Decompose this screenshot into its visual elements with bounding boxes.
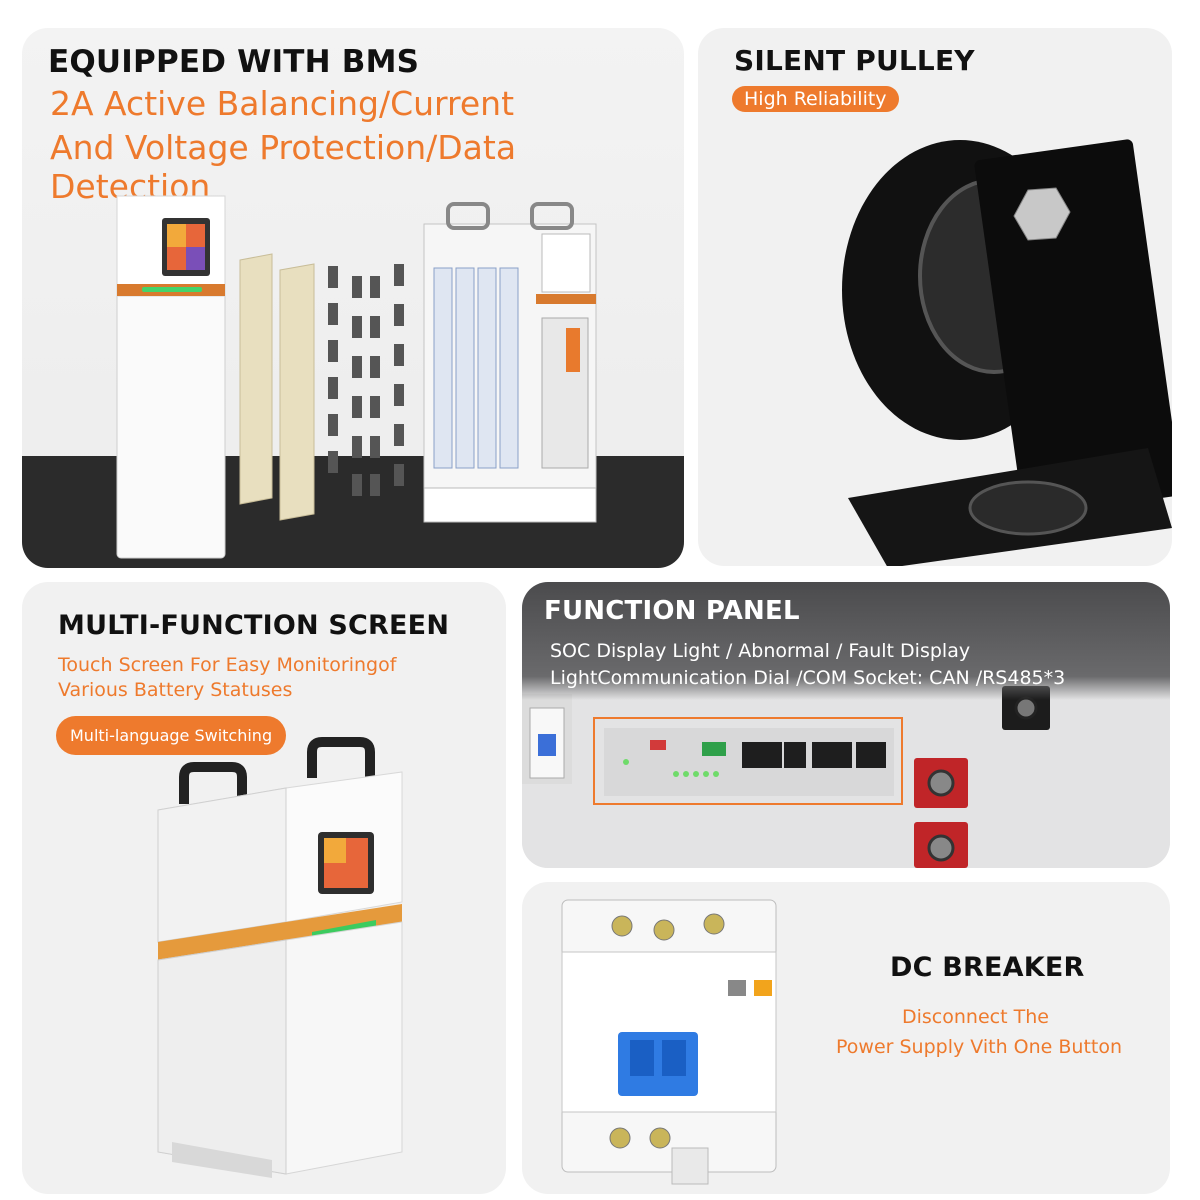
breaker-title: DC BREAKER [890,952,1085,983]
panel-subtitle-line2: LightCommunication Dial /COM Socket: CAN… [550,667,1066,689]
pulley-title: SILENT PULLEY [734,44,975,77]
screen-subtitle-line1: Touch Screen For Easy Monitoringof [58,654,397,676]
battery-cabinet-image [157,737,403,1178]
panel-subtitle-line1: SOC Display Light / Abnormal / Fault Dis… [550,640,971,662]
bms-card: EQUIPPED WITH BMS 2A Active Balancing/Cu… [22,28,684,568]
panel-title: FUNCTION PANEL [544,596,800,626]
pulley-badge: High Reliability [732,86,899,112]
screen-title: MULTI-FUNCTION SCREEN [58,610,450,641]
screen-card: MULTI-FUNCTION SCREEN Touch Screen For E… [22,582,506,1194]
breaker-subtitle-line2: Power Supply Vith One Button [836,1036,1123,1058]
dc-breaker-card: DC BREAKER Disconnect The Power Supply V… [522,882,1170,1194]
bms-subtitle-line1: 2A Active Balancing/Current [50,84,515,123]
pulley-card: SILENT PULLEY High Reliability [698,28,1172,566]
dc-breaker-image [561,899,777,1185]
bms-exploded-battery-illustration [116,195,597,559]
caster-wheel-image [842,139,1172,566]
function-panel-card: FUNCTION PANEL SOC Display Light / Abnor… [522,582,1170,868]
bms-title: EQUIPPED WITH BMS [48,44,420,80]
screen-badge: Multi-language Switching [56,716,287,755]
breaker-subtitle-line1: Disconnect The [902,1006,1049,1028]
screen-subtitle-line2: Various Battery Statuses [58,679,293,701]
panel-header-overlay [522,582,1170,700]
